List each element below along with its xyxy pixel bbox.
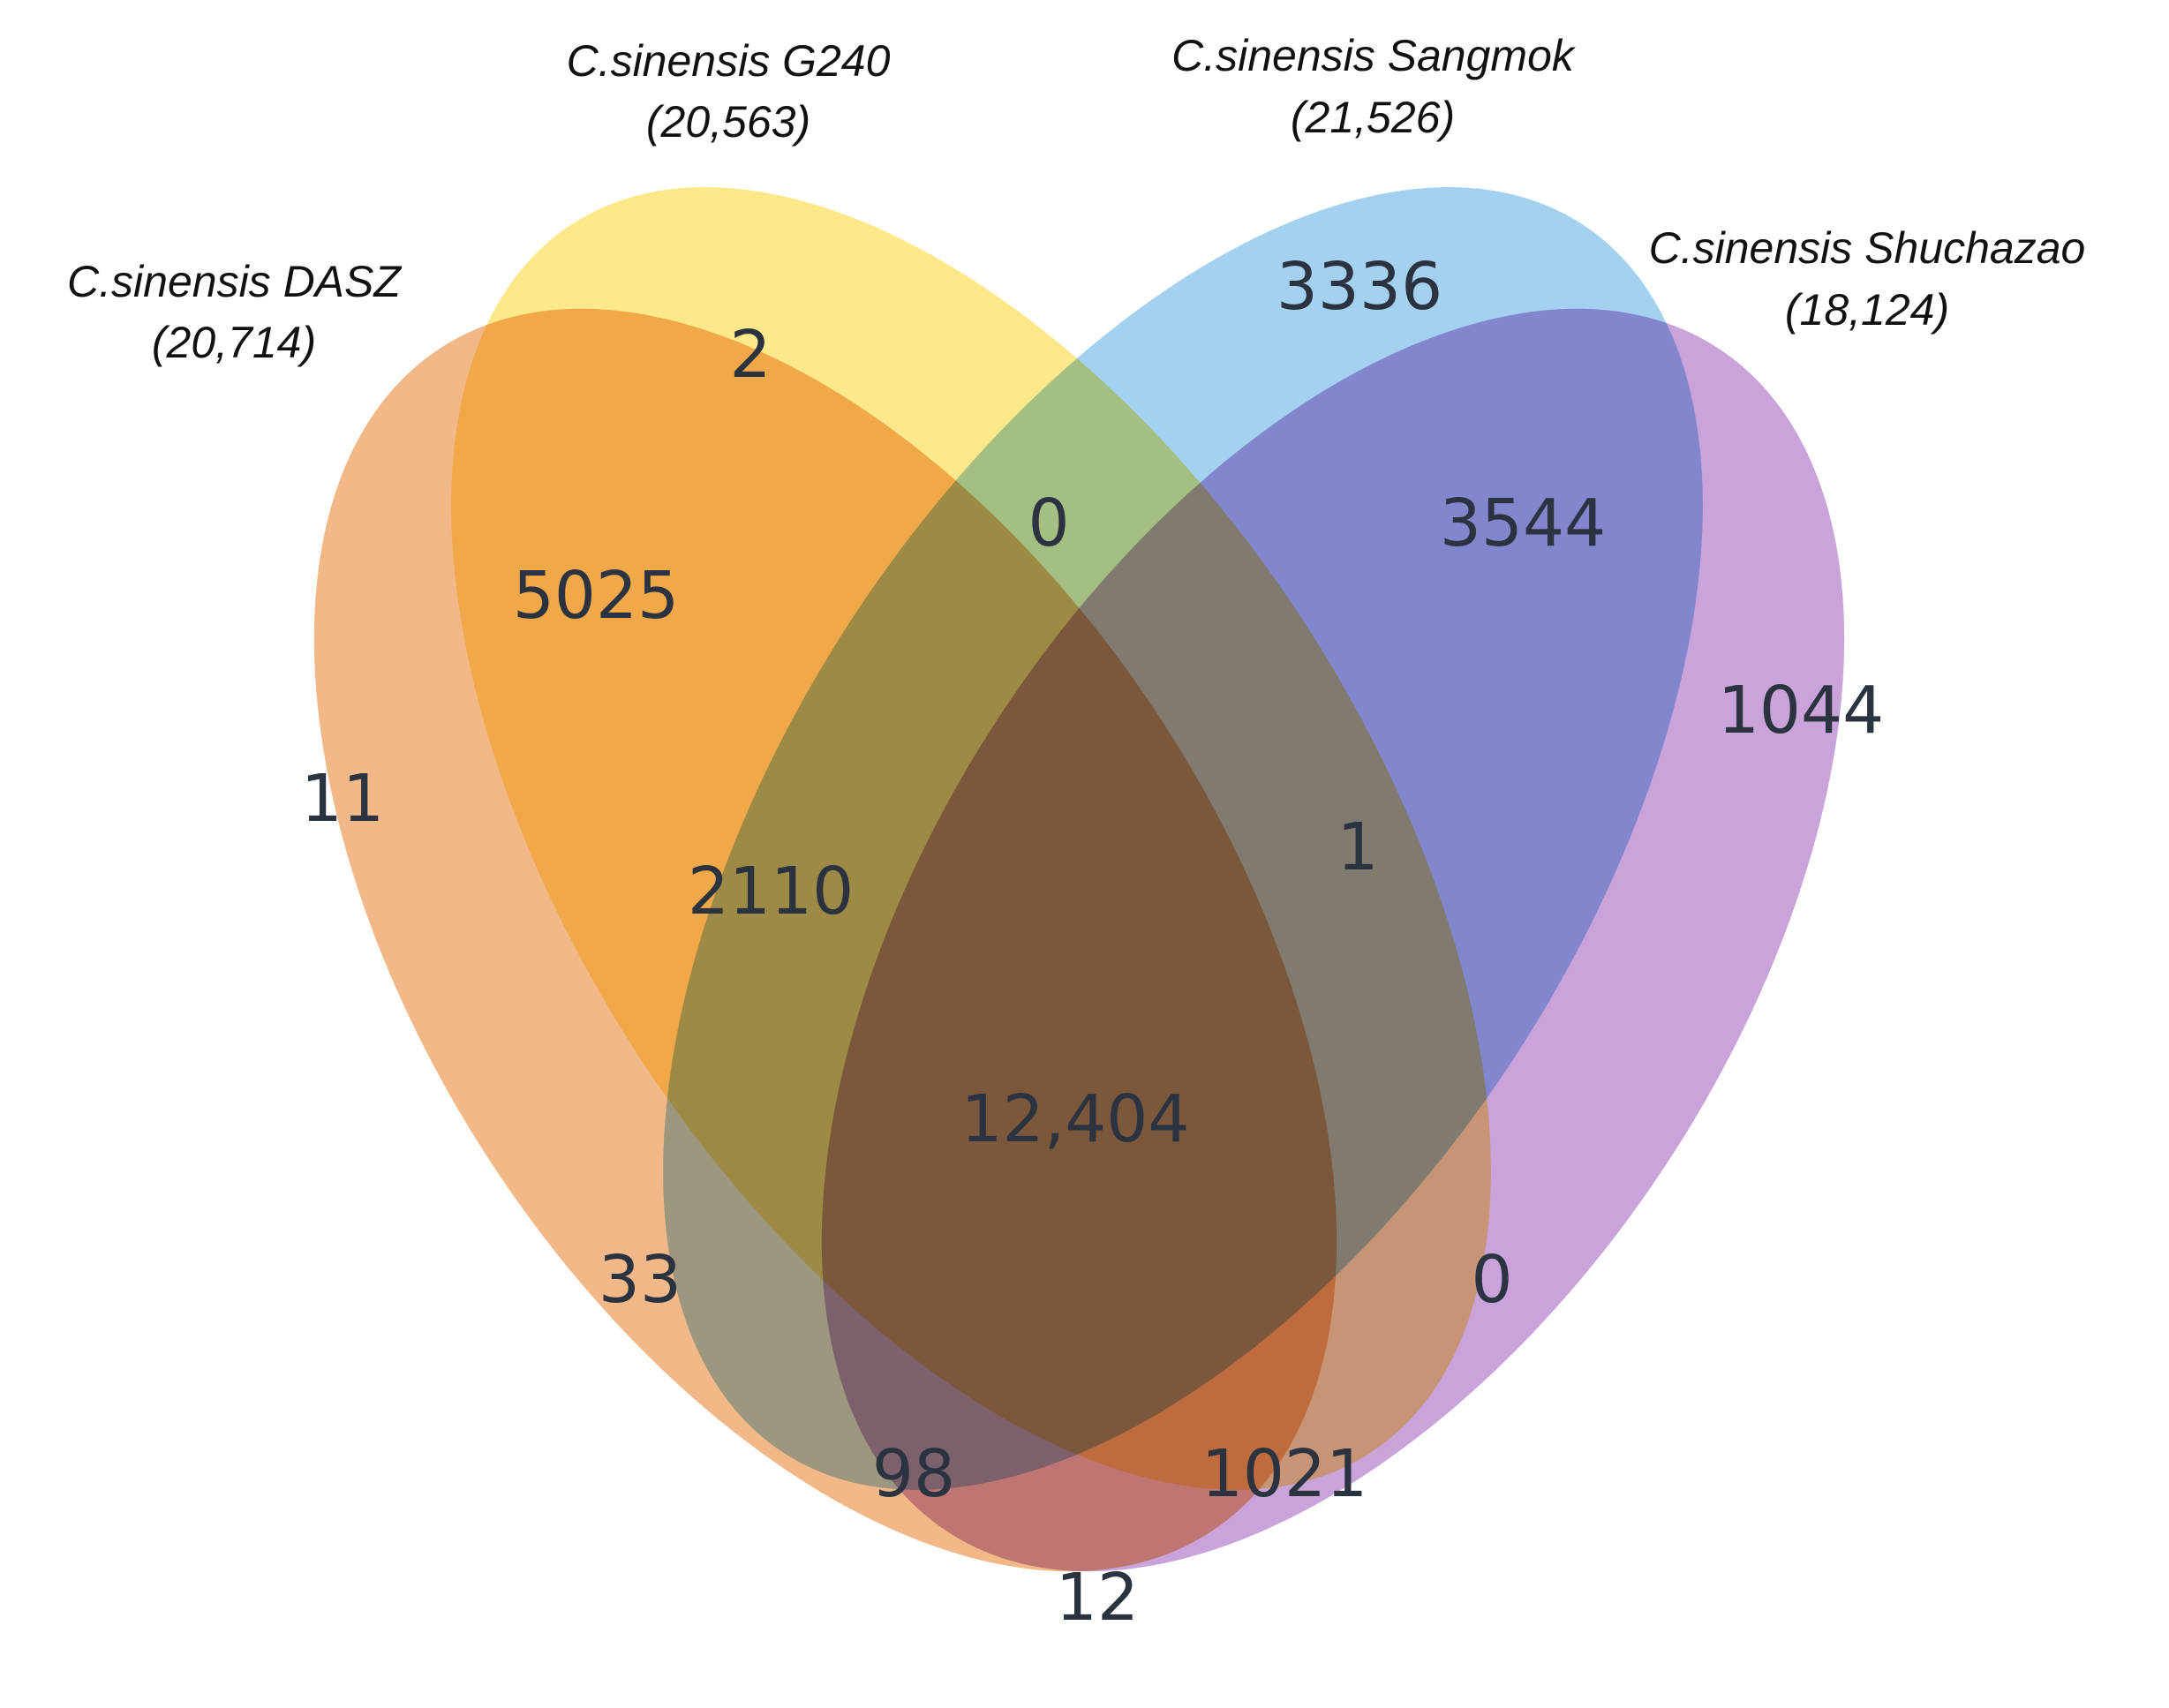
region-dasz-shuchazao: 12 (1056, 1560, 1139, 1636)
region-dasz-g240: 5025 (513, 558, 679, 634)
region-sangmok-only: 3336 (1277, 249, 1442, 325)
label-dasz-name: C.sinensis DASZ (67, 257, 402, 306)
label-shuchazao-total: (18,124) (1785, 285, 1949, 335)
label-sangmok-total: (21,526) (1291, 93, 1455, 142)
region-g240-sangmok-shuchazao: 1 (1337, 809, 1378, 885)
region-dasz-g240-shuchazao: 1021 (1201, 1436, 1367, 1512)
venn-ellipses (313, 187, 1845, 1572)
label-dasz-total: (20,714) (152, 318, 316, 367)
region-dasz-sangmok-shuchazao: 98 (872, 1436, 955, 1512)
label-sangmok-name: C.sinensis Sangmok (1171, 31, 1577, 80)
region-dasz-sangmok: 33 (599, 1242, 682, 1318)
set-labels: C.sinensis DASZ (20,714) C.sinensis G240… (67, 31, 2085, 367)
label-shuchazao-name: C.sinensis Shuchazao (1649, 223, 2086, 273)
region-g240-sangmok: 0 (1028, 485, 1069, 561)
region-counts: 11 2 3336 1044 5025 0 3544 2110 1 12,404… (301, 249, 1884, 1636)
region-shuchazao-only: 1044 (1718, 673, 1884, 749)
region-all-four: 12,404 (961, 1081, 1190, 1157)
label-g240-name: C.sinensis G240 (567, 36, 891, 86)
region-dasz-only: 11 (301, 761, 384, 837)
ellipse-shuchazao (821, 308, 1845, 1572)
region-g240-only: 2 (729, 317, 771, 393)
label-g240-total: (20,563) (646, 97, 810, 147)
region-dasz-g240-sangmok: 2110 (688, 854, 854, 929)
region-sangmok-shuchazao: 3544 (1440, 485, 1606, 561)
region-g240-shuchazao: 0 (1471, 1242, 1512, 1318)
